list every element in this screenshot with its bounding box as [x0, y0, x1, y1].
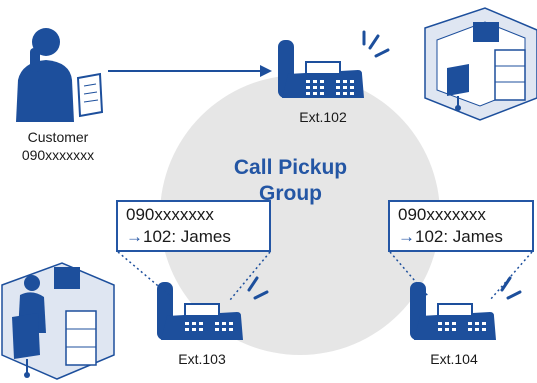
callout-target-row: →102: James [398, 226, 524, 248]
callout-target-row: →102: James [126, 226, 261, 248]
customer-label: Customer [27, 129, 89, 145]
ext-102-label: Ext.102 [299, 109, 347, 125]
group-title: Call Pickup Group [228, 155, 353, 207]
callout-caller-number: 090xxxxxxx [398, 205, 486, 224]
incoming-call-arrow [108, 65, 272, 77]
callout-connectors [117, 251, 533, 301]
customer-person-icon [16, 28, 104, 122]
office-desk-top-right-icon [424, 7, 537, 121]
callout-target: 102: James [415, 227, 503, 246]
office-desk-bottom-left-icon [1, 262, 115, 380]
group-title-line1: Call Pickup [233, 156, 348, 179]
callout-caller-number: 090xxxxxxx [126, 205, 214, 224]
ext-104-label: Ext.104 [430, 351, 478, 367]
ext-103-label: Ext.103 [178, 351, 226, 367]
phone-ext103-icon [157, 276, 269, 340]
customer-number: 090xxxxxxx [21, 147, 95, 163]
phone-ext104-icon [410, 276, 522, 340]
group-title-line2: Group [259, 182, 322, 205]
pickup-group-circle [160, 75, 440, 355]
forward-arrow-icon: → [126, 227, 143, 246]
callout-target: 102: James [143, 227, 231, 246]
caller-id-callout-ext103: 090xxxxxxx →102: James [116, 200, 271, 252]
phone-ext102-icon [278, 30, 390, 98]
caller-id-callout-ext104: 090xxxxxxx →102: James [388, 200, 534, 252]
forward-arrow-icon: → [398, 227, 415, 246]
